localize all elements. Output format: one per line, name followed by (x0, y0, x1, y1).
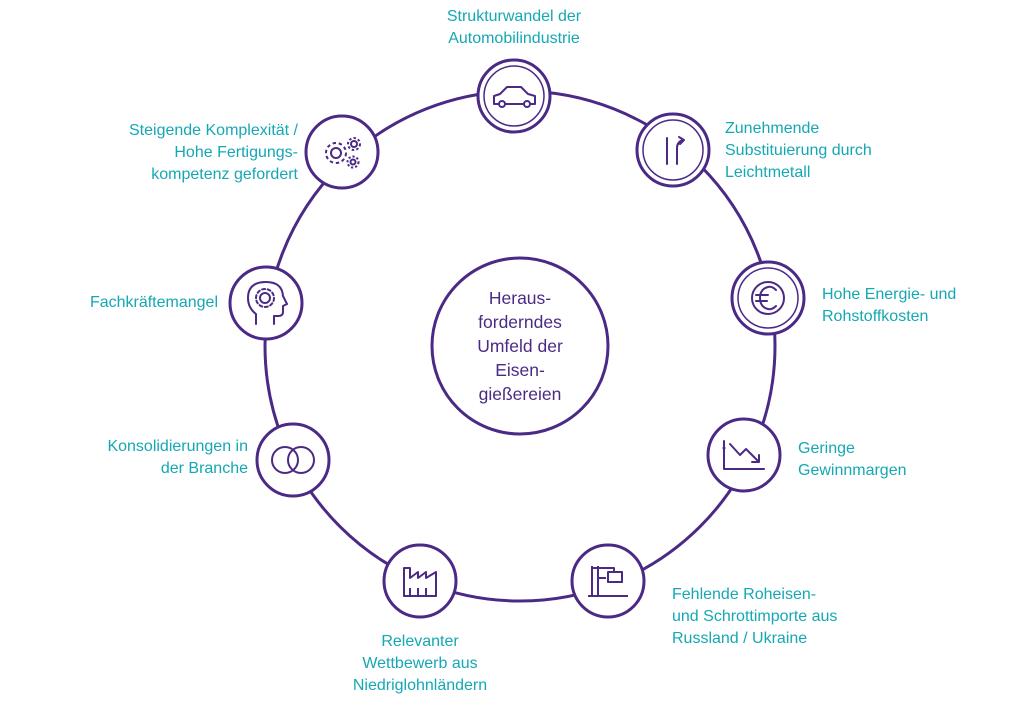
node-margins (706, 417, 782, 493)
node-imports (570, 543, 646, 619)
euro-icon (751, 281, 785, 315)
car-icon (493, 86, 536, 108)
node-light-metal (635, 112, 711, 188)
node-structural-change (476, 58, 552, 134)
head-gear-icon (247, 281, 288, 325)
node-skill-shortage (228, 265, 304, 341)
label-skill-shortage: Fachkräftemangel (89, 294, 218, 311)
label-structural-change: Strukturwandel der Automobilindustrie (446, 8, 582, 47)
label-complexity: Steigende Komplexität / Hohe Fertigungs-… (129, 122, 298, 183)
crane-icon (588, 566, 628, 597)
center-circle (430, 256, 610, 436)
overlap-circles-icon (271, 446, 315, 474)
label-imports: Fehlende Roheisen- und Schrottimporte au… (672, 586, 838, 647)
chart-down-icon (722, 440, 765, 470)
road-sign-icon (666, 136, 685, 165)
node-complexity (304, 114, 380, 190)
center-label: Heraus- forderndes Umfeld der Eisen- gie… (477, 288, 563, 404)
node-competition (382, 543, 458, 619)
label-light-metal: Zunehmende Substituierung durch Leichtme… (725, 120, 872, 181)
gears-icon (325, 137, 361, 169)
label-margins: Geringe Gewinnmargen (798, 440, 907, 479)
label-energy-costs: Hohe Energie- und Rohstoffkosten (822, 286, 957, 325)
node-energy-costs (730, 260, 806, 336)
label-competition: Relevanter Wettbewerb aus Niedriglohnlän… (352, 633, 488, 694)
label-consolidation: Konsolidierungen in der Branche (107, 438, 248, 477)
factory-icon (403, 567, 437, 597)
node-consolidation (255, 422, 331, 498)
